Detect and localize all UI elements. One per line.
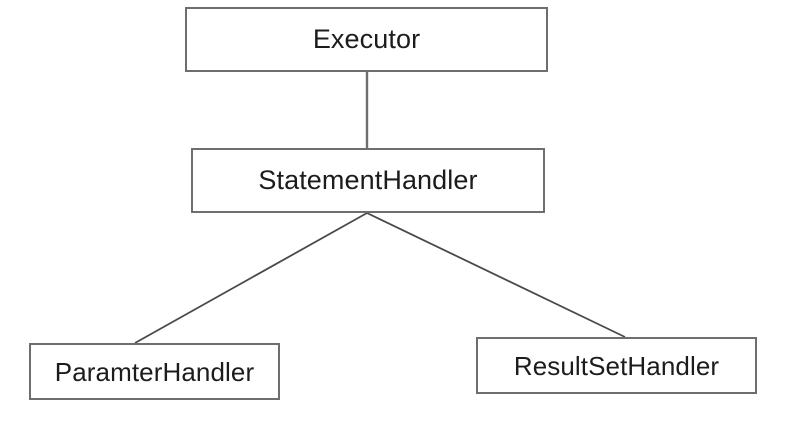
node-executor: Executor (185, 7, 548, 72)
node-statementhandler: StatementHandler (191, 148, 545, 213)
node-statementhandler-label: StatementHandler (258, 165, 478, 195)
node-paramterhandler-label: ParamterHandler (54, 356, 255, 387)
node-paramterhandler: ParamterHandler (29, 343, 280, 400)
node-resultsethandler: ResultSetHandler (476, 337, 757, 394)
edge-statementhandler-resultsethandler (366, 212, 626, 338)
node-executor-label: Executor (312, 24, 421, 54)
node-resultsethandler-label: ResultSetHandler (513, 350, 720, 381)
edge-statementhandler-paramterhandler (134, 212, 368, 344)
